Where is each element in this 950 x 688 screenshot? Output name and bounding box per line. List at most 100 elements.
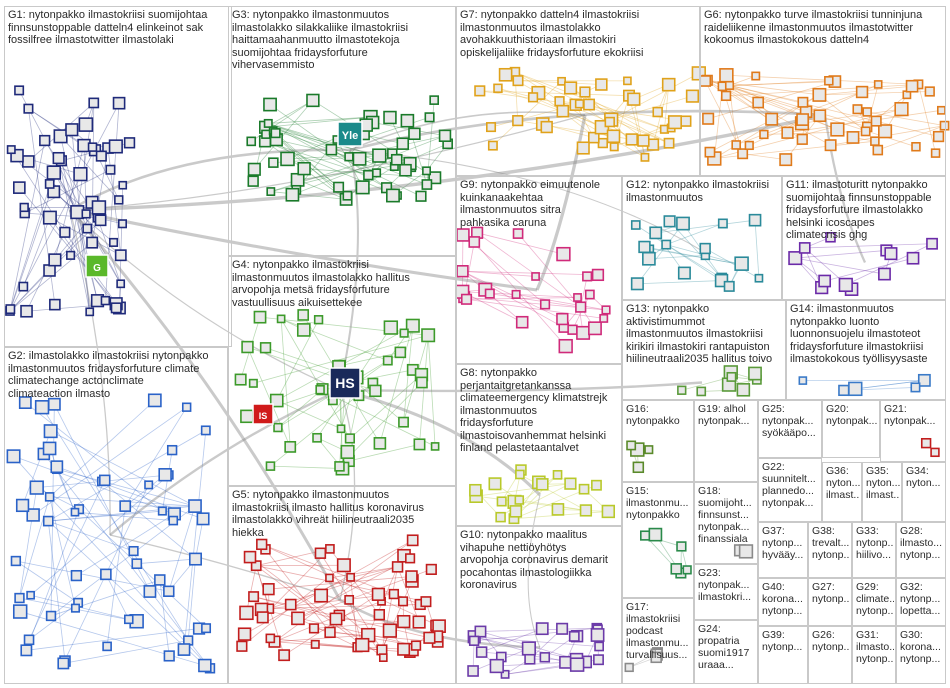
node-g8 [552,469,563,480]
node-g6 [796,113,809,126]
node-g6 [737,148,749,160]
node-g13 [726,371,737,382]
node-g2 [181,402,192,412]
node-g3 [390,153,403,166]
edge-g2 [30,474,170,596]
inter-group-edge [69,208,538,292]
edge-g2 [13,455,175,515]
node-g12 [638,240,651,254]
edge-g2 [47,520,206,666]
edge-g4 [349,395,360,439]
edge-g1 [24,169,111,214]
group-label-g4: G4: nytonpakko ilmastokriisi ilmastonmuu… [232,259,410,309]
node-g1 [95,150,107,162]
node-g3 [285,187,300,202]
node-g5 [265,633,276,644]
edge-g5 [261,608,417,647]
node-g5 [355,637,370,653]
node-g9 [575,301,587,313]
edge-g3 [270,191,347,200]
group-cell-g11: G11: ilmastoturitt nytonpakko suomijohta… [782,176,946,300]
edge-g5 [397,566,420,623]
node-g6 [862,107,872,117]
node-g1 [73,167,88,182]
group-label-g39: G39: nytonp... [762,629,803,653]
node-g4 [336,424,346,434]
node-g2 [201,623,212,634]
edge-g1 [49,217,121,256]
node-g1 [100,295,111,306]
edge-g3 [275,132,339,188]
edge-g2 [48,520,134,552]
node-g1 [112,96,126,110]
group-label-g28: G28: ilmasto... nytonp... [900,525,943,561]
node-g1 [66,250,76,260]
inter-group-edge [349,111,586,151]
node-g5 [346,572,356,582]
group-label-g20: G20: nytonpak... [826,403,878,427]
node-g10 [521,641,536,656]
group-cell-g30: G30: korona... nytonp... [896,626,946,684]
node-g2 [26,590,35,600]
edge-g2 [26,628,200,651]
node-g2 [198,658,212,673]
featured-node-label: IS [259,411,268,421]
node-g8 [551,503,565,516]
group-cell-g39: G39: nytonp... [758,626,808,684]
group-label-g14: G14: ilmastonmuutos nytonpakko luonto lu… [790,303,928,365]
node-g12 [630,220,641,230]
node-g6 [911,142,921,152]
node-g11 [926,237,938,250]
edge-g6 [722,85,838,130]
edge-g7 [611,119,670,144]
node-g4 [394,346,407,359]
node-g10 [489,658,504,674]
edge-g6 [729,81,835,86]
featured-node-is: IS [252,403,274,425]
node-g15 [682,565,692,575]
edge-g9 [517,233,582,308]
node-g1 [114,195,124,205]
group-cell-g12: G12: nytonpakko ilmastokriisi ilmastonmu… [622,176,782,300]
edge-g2 [76,513,175,576]
node-g2 [147,393,162,408]
node-g5 [397,642,411,656]
edge-g2 [49,400,156,498]
node-g7 [487,140,498,151]
node-g6 [752,96,765,109]
edge-g3 [336,139,364,188]
inter-group-edge [823,114,867,263]
node-g4 [276,314,286,324]
edge-g2 [50,404,55,616]
node-g6 [830,122,845,137]
inter-group-edge [349,149,706,253]
group-label-g24: G24: propatria suomi1917 uraaa... [698,623,750,671]
node-g11 [906,251,920,265]
node-g2 [100,568,112,581]
node-g10 [539,652,551,663]
group-cell-g16: G16: nytonpakko [622,400,694,482]
node-g1 [13,181,26,194]
group-label-g29: G29: climate... nytonp... [856,581,894,617]
node-g3 [438,129,452,142]
node-g2 [163,585,175,597]
edge-g1 [19,187,120,309]
node-g4 [382,355,393,366]
group-label-g16: G16: nytonpakko [626,403,680,427]
node-g17 [650,651,662,664]
node-g6 [932,130,945,143]
edge-g3 [347,166,395,197]
node-g10 [556,622,569,635]
edge-g3 [254,100,314,170]
node-g9 [582,271,593,282]
node-g2 [119,500,132,512]
node-g16 [644,445,654,455]
edge-g9 [462,291,523,323]
edge-g12 [649,248,740,265]
node-g9 [456,265,469,278]
edge-g12 [637,280,722,285]
edge-g5 [350,577,358,648]
node-g2 [50,460,64,474]
node-g4 [313,315,324,325]
